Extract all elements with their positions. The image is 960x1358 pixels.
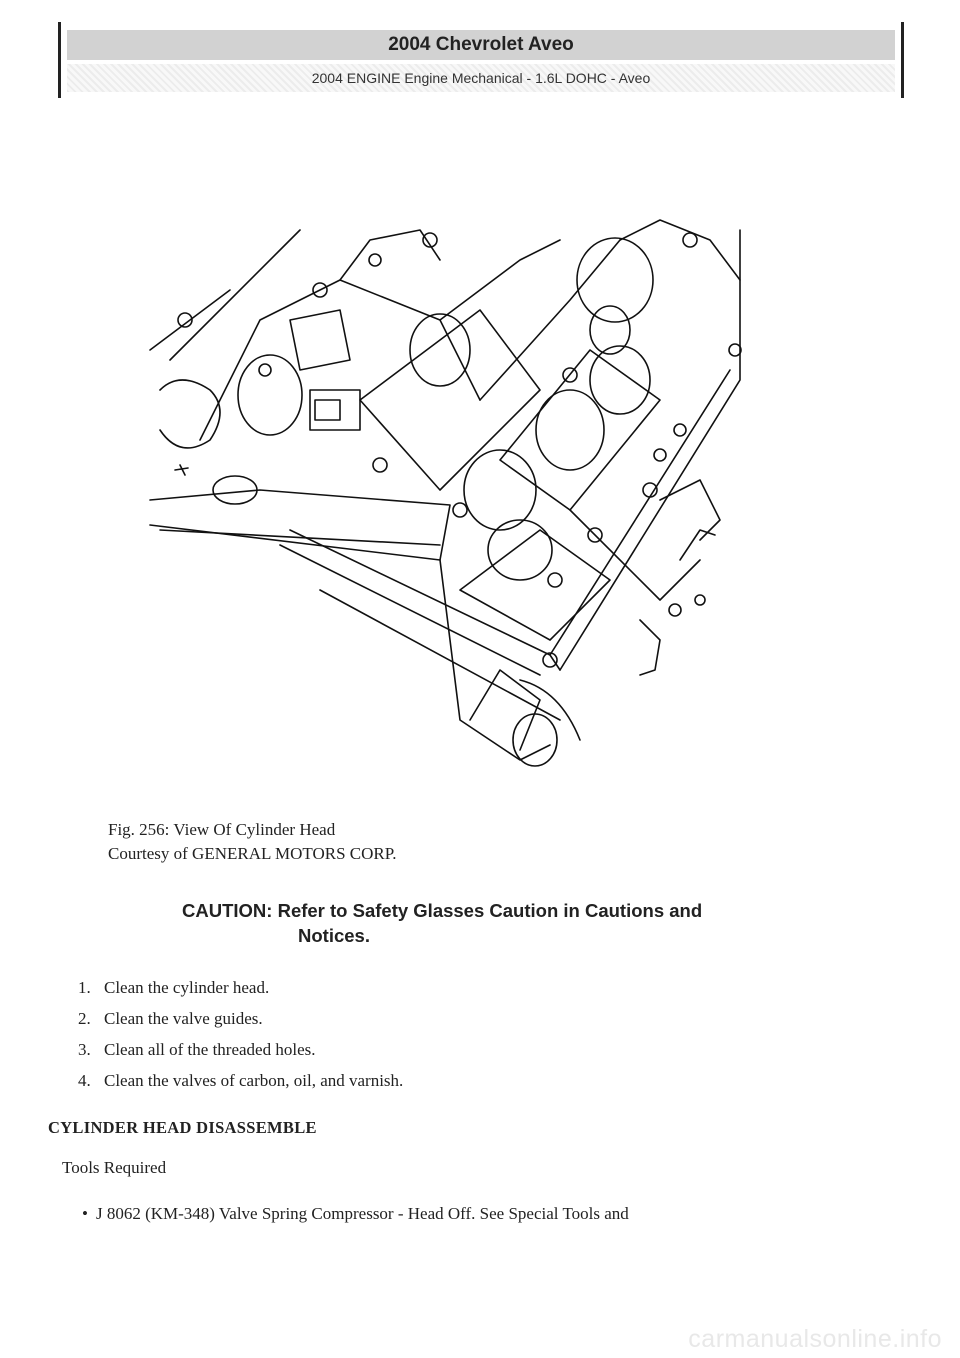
- step-text: Clean the valves of carbon, oil, and var…: [104, 1071, 404, 1090]
- caution-text: Refer to Safety Glasses Caution in Cauti…: [277, 900, 703, 921]
- cleaning-steps-list: 1. Clean the cylinder head. 2. Clean the v…: [78, 976, 403, 1100]
- caution-note: CAUTION: Refer to Safety Glasses Caution…: [182, 898, 842, 948]
- step-number: 3.: [78, 1040, 91, 1059]
- figure-caption-title: Fig. 256: View Of Cylinder Head: [108, 820, 336, 839]
- step-number: 4.: [78, 1071, 91, 1090]
- step-number: 1.: [78, 978, 91, 997]
- cylinder-head-illustration: [149, 219, 742, 767]
- section-heading: CYLINDER HEAD DISASSEMBLE: [48, 1118, 317, 1137]
- figure-caption: Fig. 256: View Of Cylinder Head Courtesy…: [108, 818, 397, 866]
- step-text: Clean the valve guides.: [104, 1009, 263, 1028]
- list-item: 2. Clean the valve guides.: [78, 1007, 403, 1038]
- document-title: 2004 Chevrolet Aveo: [67, 30, 895, 60]
- list-item: 1. Clean the cylinder head.: [78, 976, 403, 1007]
- list-item: J 8062 (KM-348) Valve Spring Compressor …: [82, 1204, 942, 1224]
- figure-caption-credit: Courtesy of GENERAL MOTORS CORP.: [108, 844, 397, 863]
- step-number: 2.: [78, 1009, 91, 1028]
- document-subtitle: 2004 ENGINE Engine Mechanical - 1.6L DOH…: [67, 64, 895, 92]
- list-item: 3. Clean all of the threaded holes.: [78, 1038, 403, 1069]
- caution-label: CAUTION:: [182, 900, 273, 921]
- caution-text-continued: Notices.: [298, 925, 370, 946]
- step-text: Clean all of the threaded holes.: [104, 1040, 316, 1059]
- tools-required-label: Tools Required: [62, 1158, 167, 1177]
- step-text: Clean the cylinder head.: [104, 978, 270, 997]
- list-item: 4. Clean the valves of carbon, oil, and v…: [78, 1069, 403, 1100]
- watermark: carmanualsonline.info: [688, 1325, 942, 1353]
- page-header: 2004 Chevrolet Aveo 2004 ENGINE Engine M…: [58, 22, 904, 98]
- tools-list: J 8062 (KM-348) Valve Spring Compressor …: [82, 1204, 942, 1224]
